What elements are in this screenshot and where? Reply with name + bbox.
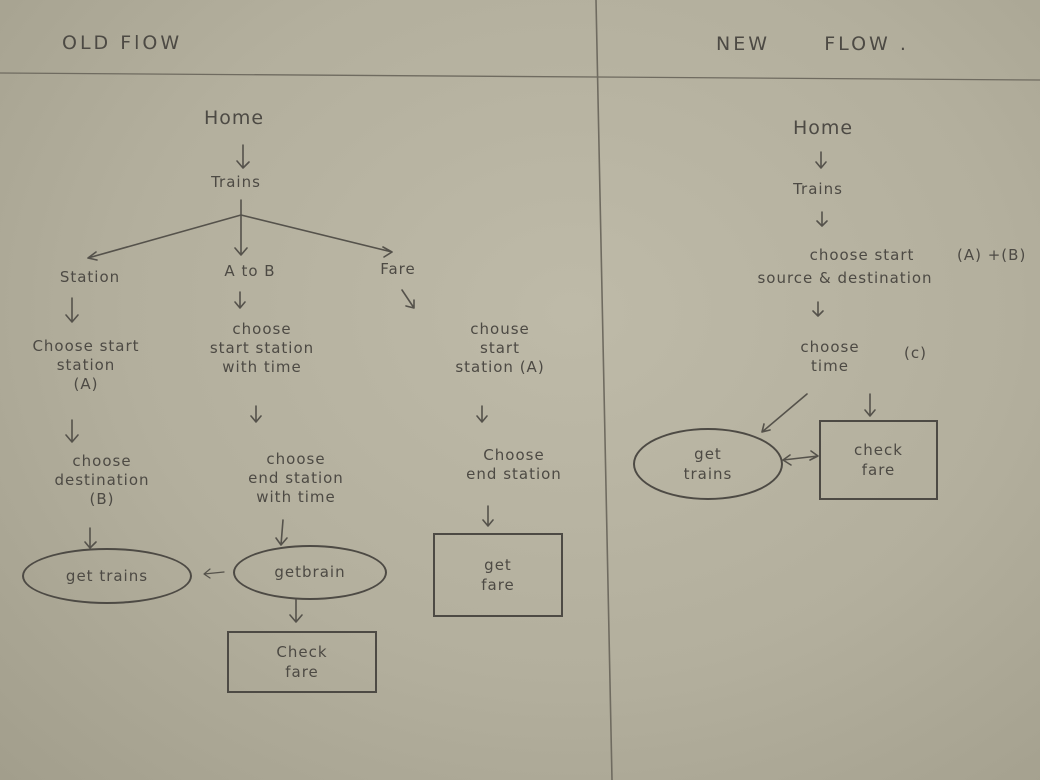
a-to-b-choose-start-step: choose start station with time	[209, 320, 315, 376]
old-flow-header: OLD FlOW	[62, 32, 183, 54]
get-trains-result-oval: get trains	[22, 548, 192, 604]
old-home-node: Home	[203, 107, 265, 129]
a-to-b-choose-end-step: choose end station with time	[248, 450, 344, 506]
source-destination-step: source & destination	[757, 269, 933, 287]
choose-time-step: choose time	[800, 338, 860, 375]
ab-note: (A) +(B)	[957, 246, 1027, 264]
new-flow-header: NEW FLOW .	[716, 33, 909, 55]
new-flow-arrows	[761, 151, 876, 466]
choose-start-step: choose start	[809, 246, 915, 264]
getbrain-result-oval: getbrain	[233, 545, 387, 600]
station-branch-label: Station	[59, 268, 121, 286]
header-divider-line	[0, 72, 1040, 81]
fare-branch-label: Fare	[380, 260, 416, 278]
old-trains-node: Trains	[211, 173, 261, 191]
check-fare-result-box: Check fare	[227, 631, 377, 693]
new-check-fare-box: check fare	[819, 420, 938, 500]
a-to-b-branch-label: A to B	[224, 262, 276, 280]
new-home-node: Home	[792, 117, 854, 139]
fare-choose-start-step: chouse start station (A)	[455, 320, 545, 376]
station-choose-start-step: Choose start station (A)	[32, 337, 140, 393]
get-fare-result-box: get fare	[433, 533, 563, 617]
old-flow-arrows	[65, 144, 494, 623]
station-choose-destination-step: choose destination (B)	[54, 452, 150, 508]
new-get-trains-oval: get trains	[633, 428, 783, 500]
c-note: (c)	[904, 344, 927, 362]
fare-choose-end-step: Choose end station	[466, 446, 562, 483]
column-divider-line	[595, 0, 613, 780]
new-trains-node: Trains	[793, 180, 843, 198]
